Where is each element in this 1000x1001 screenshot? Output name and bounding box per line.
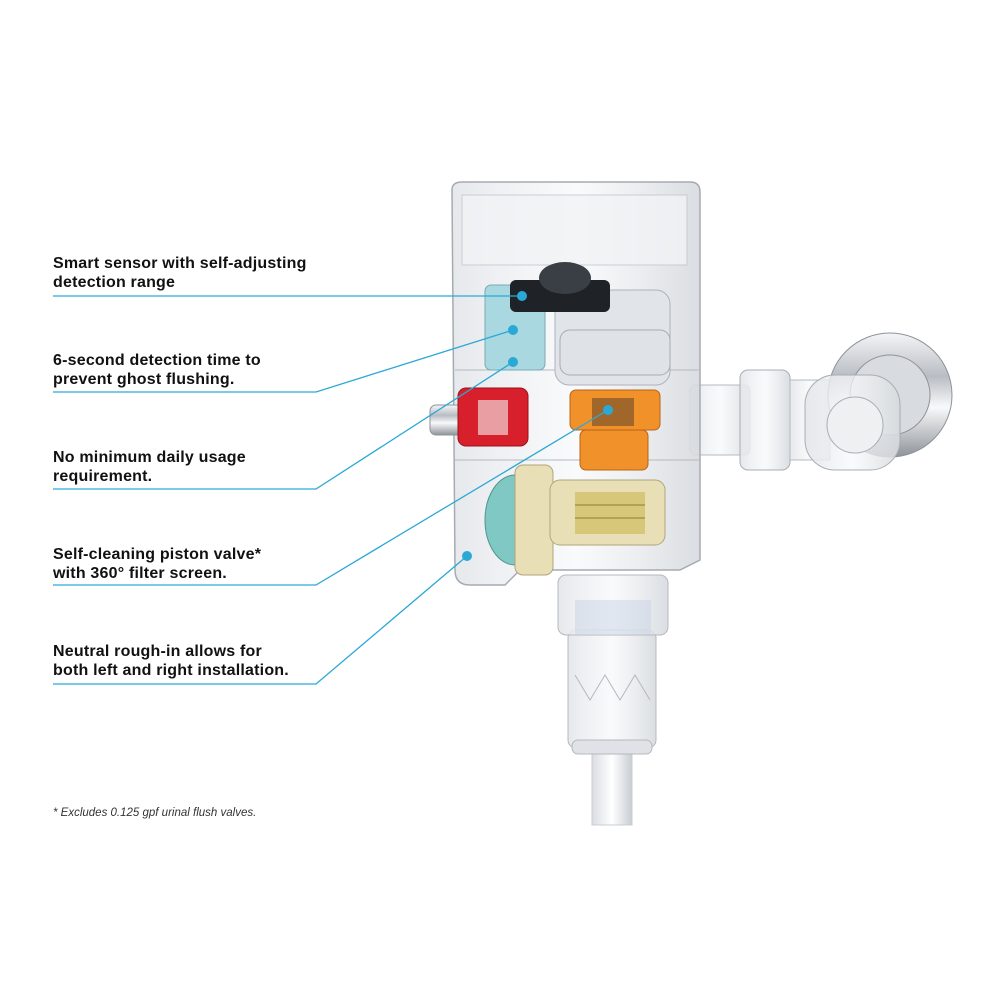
footnote: * Excludes 0.125 gpf urinal flush valves… (53, 807, 257, 819)
leader-line-rough-in (53, 555, 468, 685)
outlet-pipe (557, 574, 669, 826)
callout-text: No minimum daily usage (53, 449, 246, 466)
callout-smart-sensor: Smart sensor with self-adjusting detecti… (53, 254, 307, 292)
callout-text: requirement. (53, 468, 153, 485)
callout-text: detection range (53, 274, 176, 291)
callout-text: both left and right installation. (53, 662, 289, 679)
supply-coupling (689, 332, 953, 471)
leader-dots (462, 291, 613, 561)
sensor-module (484, 262, 610, 371)
piston-valve (484, 464, 666, 576)
leader-line-piston-valve (53, 409, 609, 586)
leader-dot-daily-usage (508, 357, 518, 367)
leader-lines (53, 295, 609, 685)
leader-line-detection-time (53, 329, 514, 393)
callout-text: Neutral rough-in allows for (53, 643, 262, 660)
callout-text: with 360° filter screen. (53, 565, 227, 582)
callout-daily-usage: No minimum daily usage requirement. (53, 448, 246, 486)
callout-detection-time: 6-second detection time to prevent ghost… (53, 351, 261, 389)
callout-rough-in: Neutral rough-in allows for both left an… (53, 642, 289, 680)
leader-dot-piston-valve (603, 405, 613, 415)
callout-text: Smart sensor with self-adjusting (53, 255, 307, 272)
leader-dot-rough-in (462, 551, 472, 561)
leader-dot-detection-time (508, 325, 518, 335)
callout-piston-valve: Self-cleaning piston valve* with 360° fi… (53, 545, 261, 583)
leader-dot-sensor (517, 291, 527, 301)
callout-text: prevent ghost flushing. (53, 371, 235, 388)
callout-text: 6-second detection time to (53, 352, 261, 369)
leader-line-daily-usage (53, 361, 514, 490)
red-solenoid (429, 387, 529, 447)
callout-text: Self-cleaning piston valve* (53, 546, 262, 563)
